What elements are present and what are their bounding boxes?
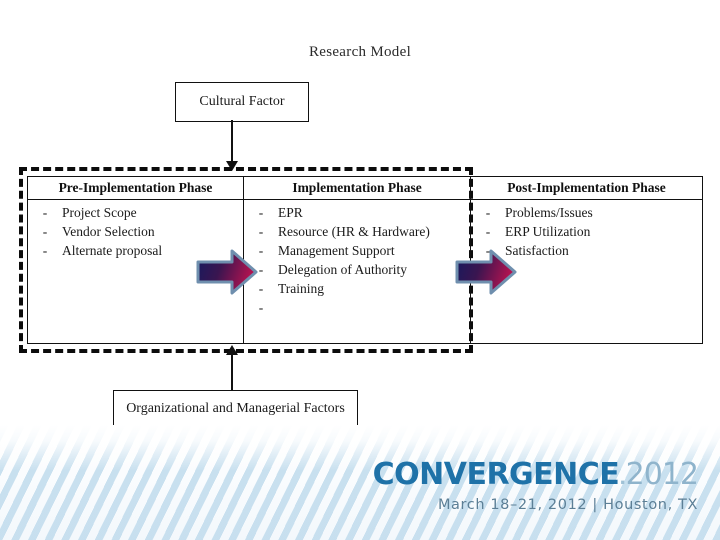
bullet-dash: - xyxy=(258,205,264,220)
bullet-dash: - xyxy=(42,224,48,239)
organizational-managerial-factors-label: Organizational and Managerial Factors xyxy=(126,401,345,416)
flow-arrow-2-icon xyxy=(455,249,517,295)
list-item: - Management Support xyxy=(244,241,470,260)
bullet-dash: - xyxy=(42,243,48,258)
list-item-label: Management Support xyxy=(278,243,395,258)
list-item: - Vendor Selection xyxy=(28,222,243,241)
list-item: - Alternate proposal xyxy=(28,241,243,260)
arrowhead-down-icon xyxy=(226,161,238,171)
phase-header-implementation: Implementation Phase xyxy=(244,177,470,200)
list-item: - Problems/Issues xyxy=(471,203,702,222)
list-item: - Training xyxy=(244,279,470,298)
list-item-label: Satisfaction xyxy=(505,243,569,258)
brand-main-text: CONVERGENCE xyxy=(372,457,620,492)
list-item: - Project Scope xyxy=(28,203,243,222)
bullet-dash: - xyxy=(485,224,491,239)
footer-banner: CONVERGENCE.2012 March 18–21, 2012 | Hou… xyxy=(0,425,720,540)
phase-items-implementation: - EPR - Resource (HR & Hardware) - Manag… xyxy=(244,200,470,317)
cultural-factor-label: Cultural Factor xyxy=(199,94,285,109)
bullet-dash: - xyxy=(42,205,48,220)
connector-line-bottom xyxy=(231,352,234,390)
brand-title: CONVERGENCE.2012 xyxy=(372,457,699,495)
arrowhead-up-icon xyxy=(226,345,238,355)
list-item: - Satisfaction xyxy=(471,241,702,260)
bullet-dash: - xyxy=(485,243,491,258)
bullet-dash: - xyxy=(258,300,264,315)
list-item-label: Vendor Selection xyxy=(62,224,155,239)
brand-dot: . xyxy=(619,468,626,489)
phase-table: Pre-Implementation Phase - Project Scope… xyxy=(27,176,703,344)
list-item-label: Problems/Issues xyxy=(505,205,593,220)
brand-tagline: March 18–21, 2012 | Houston, TX xyxy=(437,497,698,513)
list-item-label: Resource (HR & Hardware) xyxy=(278,224,430,239)
brand-block: CONVERGENCE.2012 March 18–21, 2012 | Hou… xyxy=(372,457,699,515)
phase-header-pre-implementation: Pre-Implementation Phase xyxy=(28,177,243,200)
list-item-label: EPR xyxy=(278,205,303,220)
phase-items-post-implementation: - Problems/Issues - ERP Utilization - Sa… xyxy=(471,200,702,260)
list-item: - Resource (HR & Hardware) xyxy=(244,222,470,241)
list-item: - EPR xyxy=(244,203,470,222)
bullet-dash: - xyxy=(258,224,264,239)
list-item-label: Alternate proposal xyxy=(62,243,163,258)
list-item-label: Training xyxy=(278,281,325,296)
phase-column-pre-implementation: Pre-Implementation Phase - Project Scope… xyxy=(28,177,244,343)
list-item: - ERP Utilization xyxy=(471,222,702,241)
bullet-dash: - xyxy=(258,281,264,296)
flow-arrow-1-icon xyxy=(196,249,258,295)
phase-header-post-implementation: Post-Implementation Phase xyxy=(471,177,702,200)
list-item-empty: - xyxy=(244,298,470,317)
bullet-dash: - xyxy=(258,243,264,258)
dashed-boundary xyxy=(19,167,473,353)
cultural-factor-box[interactable]: Cultural Factor xyxy=(175,82,309,122)
phase-column-post-implementation: Post-Implementation Phase - Problems/Iss… xyxy=(471,177,702,343)
phase-column-implementation: Implementation Phase - EPR - Resource (H… xyxy=(244,177,471,343)
bullet-dash: - xyxy=(258,262,264,277)
phase-items-pre-implementation: - Project Scope - Vendor Selection - Alt… xyxy=(28,200,243,260)
bullet-dash: - xyxy=(485,205,491,220)
list-item-label xyxy=(278,298,470,317)
organizational-managerial-factors-box[interactable]: Organizational and Managerial Factors xyxy=(113,390,358,428)
list-item-label: ERP Utilization xyxy=(505,224,591,239)
list-item-label: Delegation of Authority xyxy=(278,262,407,277)
connector-line-top xyxy=(231,120,234,165)
list-item: - Delegation of Authority xyxy=(244,260,470,279)
page-title: Research Model xyxy=(308,44,412,60)
list-item-label: Project Scope xyxy=(62,205,137,220)
brand-year-text: 2012 xyxy=(625,457,699,492)
